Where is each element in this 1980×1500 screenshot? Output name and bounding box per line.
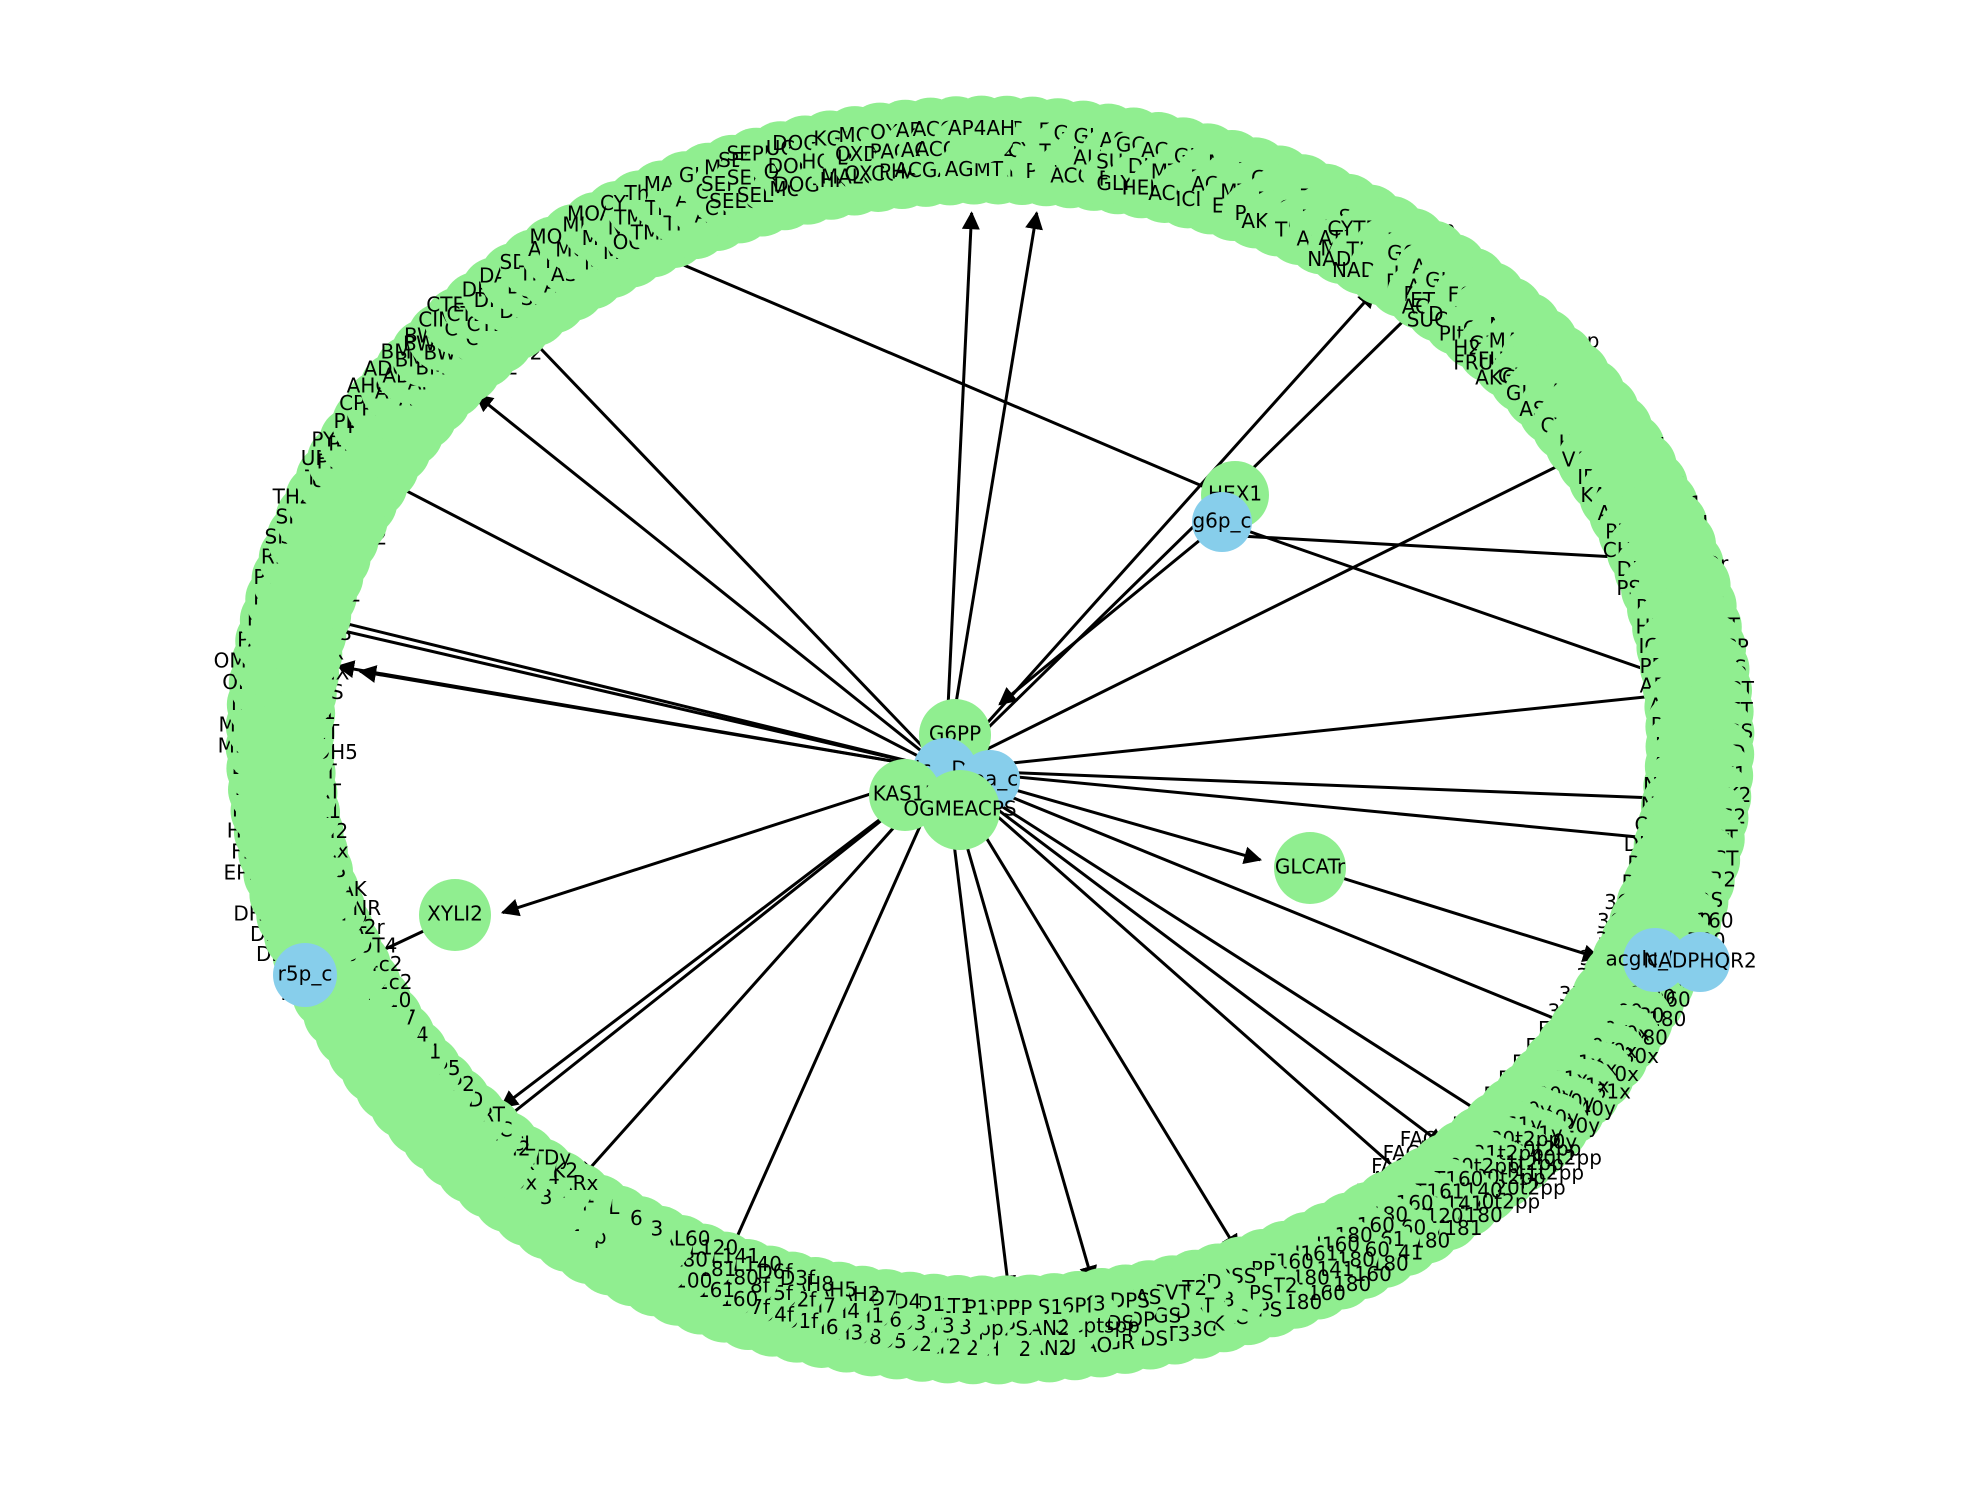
edge-center-0 — [943, 211, 980, 771]
ring-node-label: AP4AH — [948, 116, 1015, 140]
edge-center-4 — [375, 474, 946, 772]
edge-center-10 — [944, 768, 1684, 849]
hub-node-circle — [1274, 832, 1346, 904]
edge-center-2 — [522, 329, 947, 772]
hub-node-circle — [1670, 932, 1730, 992]
hub-node-label: XYLI2 — [427, 902, 483, 926]
edge-center-18 — [579, 769, 947, 1181]
ring-node-layer: PSCVTGHMT2rGLNSAGDCNADH10PGKCYTK2PPMFBAT… — [214, 95, 1755, 1385]
center-node-label: OGMEACPS — [903, 797, 1016, 821]
hub-node-label: g6p_c — [1192, 509, 1251, 533]
edge-center-26 — [358, 665, 946, 772]
edge-center-17 — [943, 769, 1016, 1294]
edge-center-19 — [489, 768, 946, 1132]
hub-node-circle — [419, 879, 491, 951]
edge-center-13 — [944, 768, 1446, 1147]
edge-center-1 — [943, 211, 1043, 771]
edge-center-9 — [944, 768, 1699, 809]
hub-node: GLCATr — [1274, 832, 1346, 904]
hub-node-circle — [1192, 492, 1252, 552]
edge-center-8 — [944, 683, 1706, 772]
edge-center-27 — [701, 769, 947, 1315]
hub-node: NADPHQR2 — [1643, 932, 1757, 992]
hub-node-label: GLCATr — [1275, 855, 1346, 879]
edge-hub-3 — [1309, 866, 1601, 962]
edge-center-15 — [943, 769, 1240, 1253]
edge-layer — [276, 211, 1707, 1315]
hub-node-label: r5p_c — [278, 962, 333, 986]
edge-center-5 — [943, 289, 1376, 772]
hub-node-circle — [273, 943, 337, 1007]
center-node: OGMEACPS — [903, 770, 1017, 850]
edge-center-20 — [499, 768, 946, 1109]
edge-center-14 — [944, 768, 1416, 1186]
edge-center-11 — [944, 768, 1590, 1035]
hub-node: g6p_c — [1192, 492, 1252, 552]
ring-node: AP4AH — [947, 95, 1016, 164]
center-node-circle — [920, 770, 1000, 850]
edge-hub-5 — [1221, 533, 1666, 568]
hub-node: XYLI2 — [419, 879, 491, 951]
edge-hub-2 — [628, 240, 1236, 502]
edge-center-6 — [943, 289, 1436, 772]
edge-hub-1 — [1221, 520, 1707, 694]
edge-center-3 — [474, 393, 946, 772]
hub-node-label: NADPHQR2 — [1643, 949, 1757, 973]
edge-hub-0 — [998, 520, 1223, 706]
edge-center-7 — [944, 457, 1575, 772]
hub-node-circle — [1623, 928, 1687, 992]
edge-center-12 — [944, 768, 1503, 1127]
edge-center-16 — [943, 769, 1097, 1285]
hub-node: r5p_c — [273, 943, 337, 1007]
edge-center-25 — [276, 602, 946, 772]
hub-node-layer: HEX1g6p_cacglc_D_cNADPHQR2XYLI2GLCATrr5p… — [273, 461, 1757, 1007]
ring-node-circle — [947, 95, 1016, 164]
